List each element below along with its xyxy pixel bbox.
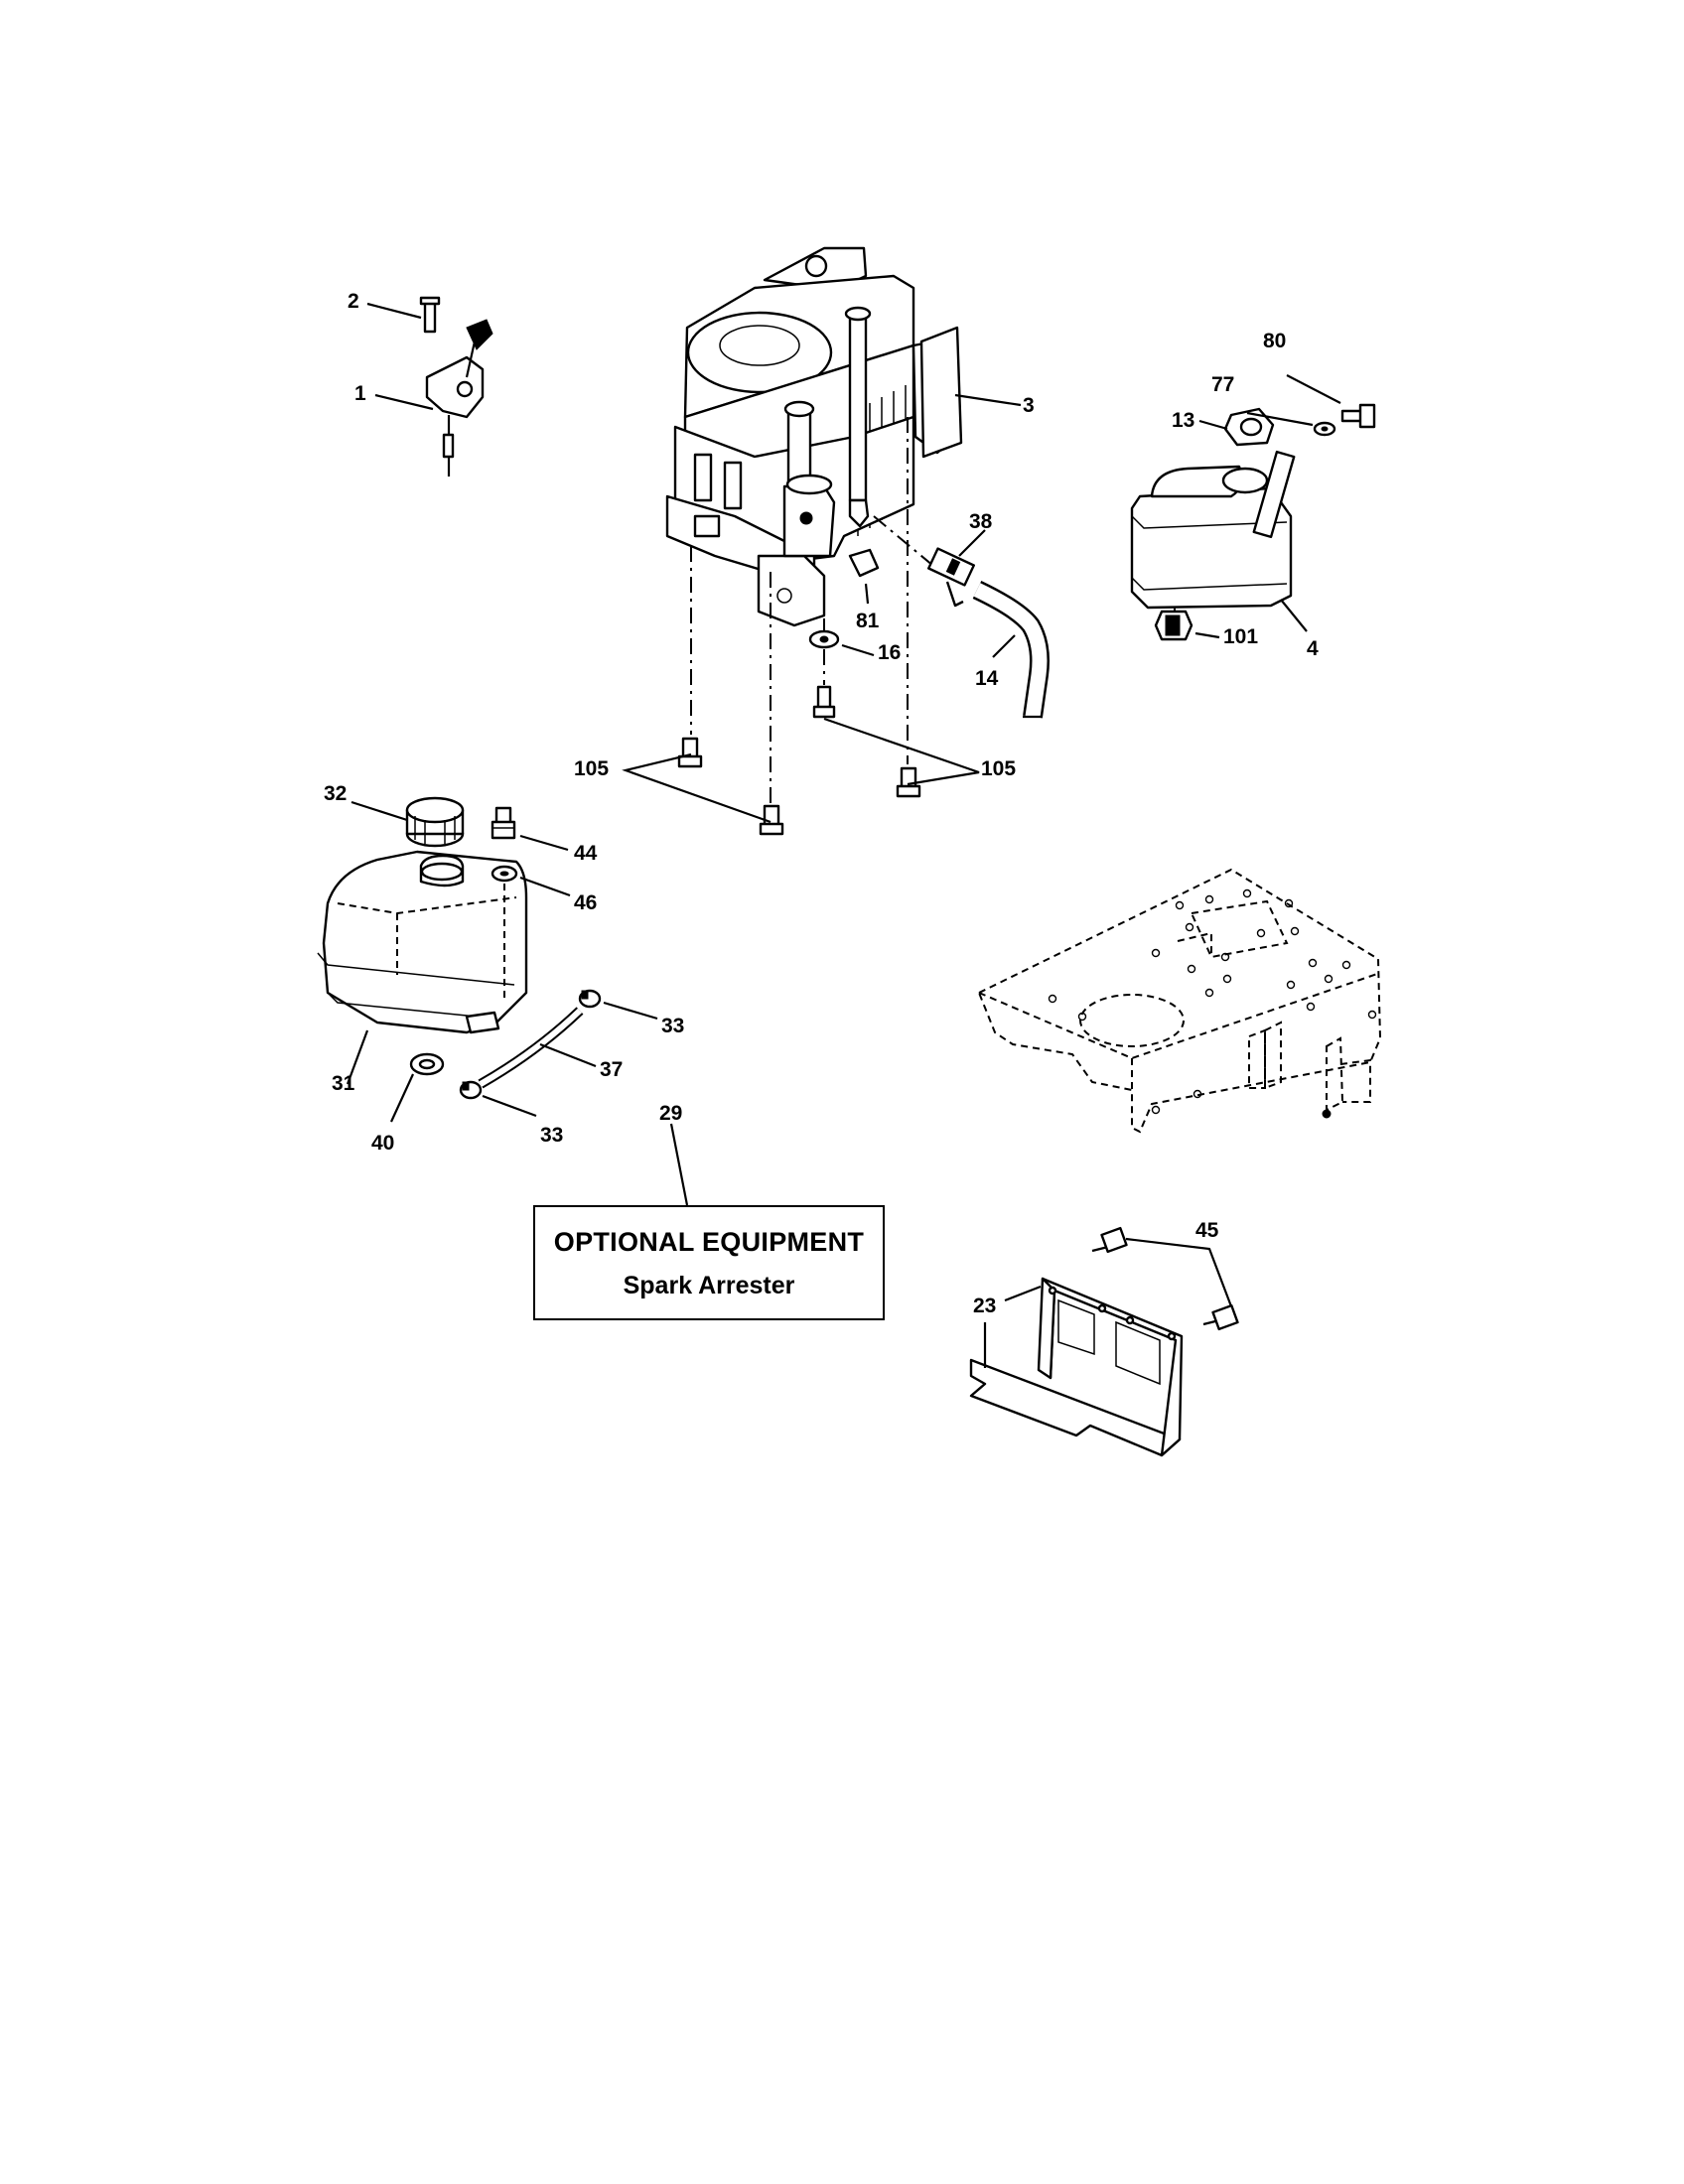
bolt-80 (1340, 403, 1376, 429)
leader-29 (669, 1123, 689, 1206)
callout-4: 4 (1307, 637, 1319, 660)
optional-equipment-box: OPTIONAL EQUIPMENT Spark Arrester (533, 1205, 885, 1320)
fuel-tank-31 (317, 850, 528, 1034)
fuel-hose-37 (478, 1007, 584, 1089)
engine (665, 246, 963, 627)
spark-arrester-label: Spark Arrester (623, 1272, 795, 1299)
chassis-frame (977, 868, 1382, 1134)
callout-13: 13 (1172, 409, 1194, 432)
fitting-81 (848, 548, 880, 578)
washer-46 (491, 865, 518, 883)
leader-81 (864, 583, 870, 605)
bolt-105-mid (759, 804, 784, 836)
leader-80 (1286, 374, 1341, 404)
leader-32 (351, 800, 408, 822)
leader-4 (1280, 599, 1308, 632)
callout-38: 38 (969, 510, 993, 533)
callout-101: 101 (1223, 625, 1258, 648)
leader-38 (958, 529, 986, 557)
leader-23a (1004, 1285, 1042, 1302)
callout-105-left: 105 (574, 757, 609, 780)
muffler-4 (1130, 450, 1296, 610)
callout-14: 14 (975, 667, 999, 690)
grommet-40 (409, 1052, 445, 1076)
callout-1: 1 (354, 382, 366, 405)
callout-32: 32 (324, 782, 347, 805)
leader-105a (622, 752, 772, 824)
optional-equipment-title: OPTIONAL EQUIPMENT (553, 1227, 865, 1257)
callout-77: 77 (1211, 373, 1234, 396)
leader-1 (374, 393, 434, 411)
callout-31: 31 (332, 1072, 355, 1095)
leader-2 (366, 302, 422, 320)
callout-37: 37 (600, 1058, 623, 1081)
callout-2: 2 (348, 290, 359, 313)
bolts-45 (1091, 1226, 1239, 1331)
callout-23: 23 (973, 1295, 996, 1317)
leader-101 (1194, 631, 1220, 639)
callout-16: 16 (878, 641, 901, 664)
leader-33b (482, 1094, 537, 1118)
callout-40: 40 (371, 1132, 394, 1155)
bolt-105-left (677, 737, 703, 768)
leader-3 (954, 393, 1022, 407)
leader-37 (539, 1042, 597, 1068)
bolt-16 (812, 685, 836, 719)
washer-16 (808, 629, 840, 649)
leader-40 (390, 1073, 414, 1123)
leader-44 (519, 834, 569, 852)
callout-3: 3 (1023, 394, 1035, 417)
callout-33-bottom: 33 (540, 1124, 563, 1147)
callout-80: 80 (1263, 330, 1286, 352)
washer-77 (1313, 421, 1336, 437)
callout-46: 46 (574, 891, 597, 914)
fuel-cap-32 (405, 796, 465, 848)
callout-81: 81 (856, 610, 880, 632)
bolt-44 (491, 806, 516, 840)
heat-shield-23 (969, 1277, 1184, 1457)
callout-45: 45 (1195, 1219, 1219, 1242)
callout-44: 44 (574, 842, 598, 865)
clamp-33-bottom (459, 1080, 483, 1100)
bolt-105-right (896, 766, 921, 798)
leader-46 (519, 876, 571, 897)
leader-105b (823, 717, 980, 786)
leader-33a (603, 1001, 658, 1021)
callout-29: 29 (659, 1102, 682, 1125)
leader-13 (1198, 419, 1228, 431)
nut-101 (1154, 610, 1193, 641)
callout-33-top: 33 (661, 1015, 684, 1037)
leader-16 (841, 643, 875, 657)
leader-77 (1246, 411, 1314, 427)
leader-31 (346, 1029, 369, 1085)
callout-105-right: 105 (981, 757, 1016, 780)
throttle-control (419, 296, 493, 477)
shutoff-valve-38 (873, 515, 975, 608)
leader-45 (1125, 1237, 1233, 1307)
clamp-33-top (578, 989, 602, 1009)
leader-14 (992, 634, 1016, 658)
fuel-line-14 (972, 580, 1050, 719)
